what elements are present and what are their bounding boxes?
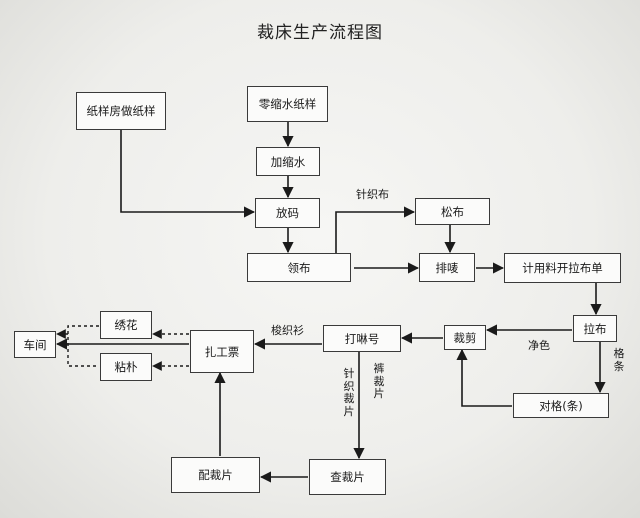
node-add-shrink: 加缩水 xyxy=(256,147,320,176)
arrow-match-to-cutting xyxy=(456,348,512,407)
label-stripes: 格条 xyxy=(613,347,625,373)
label-knit-shirt: 梭织衫 xyxy=(271,324,304,337)
node-collect-fabric: 领布 xyxy=(247,253,351,282)
node-grading: 放码 xyxy=(255,198,320,228)
label-knit-pieces: 针织裁片 xyxy=(343,367,355,418)
node-bundle-ticket: 扎工票 xyxy=(190,330,254,373)
label-knit-fabric: 针织布 xyxy=(356,188,389,201)
dashed-line-embroidery-to-workshop xyxy=(67,325,99,367)
node-cutting: 裁剪 xyxy=(444,325,486,350)
node-paper-pattern: 纸样房做纸样 xyxy=(76,92,166,130)
node-calc-material: 计用料开拉布单 xyxy=(504,253,621,283)
node-inspect-pieces: 查裁片 xyxy=(309,459,386,495)
label-woven-pieces: 裤裁片 xyxy=(373,362,385,400)
node-relax-fabric: 松布 xyxy=(415,198,490,225)
node-numbering: 打啉号 xyxy=(323,325,401,352)
node-zero-shrink-pattern: 零缩水纸样 xyxy=(247,86,328,122)
node-fusing: 粘朴 xyxy=(100,353,152,381)
arrow-pattern-to-grading xyxy=(120,130,256,218)
arrow-collect-to-relax xyxy=(335,206,416,253)
node-match-check: 对格(条) xyxy=(513,393,609,418)
node-match-pieces: 配裁片 xyxy=(171,457,260,493)
node-workshop: 车间 xyxy=(14,331,56,358)
node-marker: 排唛 xyxy=(419,253,475,282)
node-spreading: 拉布 xyxy=(573,315,617,342)
node-embroidery: 绣花 xyxy=(100,311,152,339)
page-title: 裁床生产流程图 xyxy=(257,23,383,43)
label-solid-color: 净色 xyxy=(528,339,550,352)
